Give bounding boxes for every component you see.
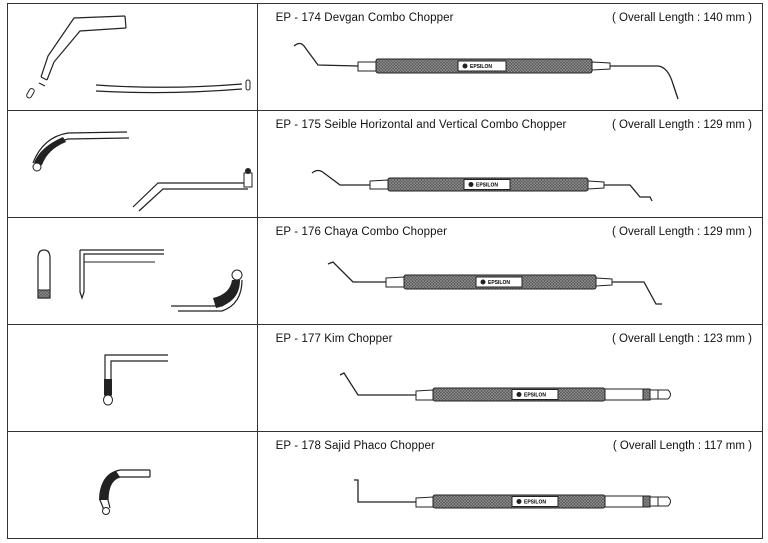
- product-row-ep-176: EP - 176 Chaya Combo Chopper ( Overall L…: [7, 217, 764, 325]
- overall-length: ( Overall Length : 129 mm ): [612, 226, 752, 238]
- product-row-ep-174: EP - 174 Devgan Combo Chopper ( Overall …: [7, 3, 764, 111]
- instrument-illustration: EPSILON: [293, 42, 679, 100]
- instrument-illustration: EPSILON: [353, 479, 671, 509]
- product-code: EP - 178 Sajid Phaco Chopper: [275, 440, 435, 452]
- instrument-cell: EP - 175 Seible Horizontal and Vertical …: [256, 110, 764, 218]
- product-code: EP - 176 Chaya Combo Chopper: [275, 226, 448, 238]
- overall-length: ( Overall Length : 123 mm ): [612, 333, 752, 345]
- overall-length: ( Overall Length : 140 mm ): [612, 12, 752, 24]
- instrument-illustration: EPSILON: [311, 169, 653, 202]
- tip-detail-illustration: [32, 131, 253, 212]
- product-code: EP - 177 Kim Chopper: [275, 333, 393, 345]
- tip-detail-cell: [7, 324, 258, 432]
- tip-detail-cell: [7, 3, 258, 111]
- instrument-cell: EP - 177 Kim Chopper ( Overall Length : …: [256, 324, 764, 432]
- tip-detail-illustration: [99, 469, 151, 515]
- instrument-cell: EP - 176 Chaya Combo Chopper ( Overall L…: [256, 217, 764, 325]
- brand-label: EPSILON: [524, 500, 546, 506]
- tip-detail-cell: [7, 431, 258, 539]
- product-row-ep-178: EP - 178 Sajid Phaco Chopper ( Overall L…: [7, 431, 764, 539]
- product-row-ep-177: EP - 177 Kim Chopper ( Overall Length : …: [7, 324, 764, 432]
- brand-label: EPSILON: [470, 64, 492, 70]
- overall-length: ( Overall Length : 117 mm ): [612, 440, 752, 452]
- brand-label: EPSILON: [524, 393, 546, 399]
- tip-detail-illustration: [26, 15, 251, 99]
- tip-detail-illustration: [103, 354, 168, 406]
- product-row-ep-175: EP - 175 Seible Horizontal and Vertical …: [7, 110, 764, 218]
- instrument-illustration: EPSILON: [339, 372, 671, 402]
- tip-detail-cell: [7, 217, 258, 325]
- brand-label: EPSILON: [488, 280, 510, 286]
- tip-detail-cell: [7, 110, 258, 218]
- tip-detail-illustration: [37, 249, 243, 312]
- instrument-cell: EP - 174 Devgan Combo Chopper ( Overall …: [256, 3, 764, 111]
- brand-label: EPSILON: [476, 183, 498, 189]
- instrument-illustration: EPSILON: [327, 261, 662, 305]
- product-code: EP - 175 Seible Horizontal and Vertical …: [275, 119, 567, 131]
- product-code: EP - 174 Devgan Combo Chopper: [275, 12, 454, 24]
- product-table: EP - 174 Devgan Combo Chopper ( Overall …: [7, 3, 764, 539]
- instrument-cell: EP - 178 Sajid Phaco Chopper ( Overall L…: [256, 431, 764, 539]
- overall-length: ( Overall Length : 129 mm ): [612, 119, 752, 131]
